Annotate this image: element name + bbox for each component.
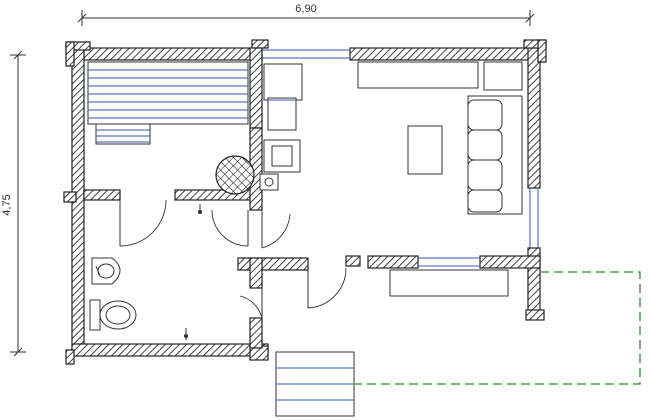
- bathroom-fixtures: [89, 204, 202, 340]
- height-dimension-label: 4,75: [1, 194, 13, 215]
- main-room-furniture: [357, 61, 523, 297]
- height-dimension: 4,75: [1, 50, 26, 357]
- outer-walls: [63, 39, 547, 365]
- terrace-outline: [354, 271, 641, 385]
- entrance-steps: [275, 351, 355, 417]
- width-dimension-label: 6,90: [295, 3, 316, 15]
- sauna-benches: [87, 61, 249, 145]
- width-dimension: 6,90: [77, 3, 535, 26]
- doors: [119, 199, 347, 319]
- sauna-stove: [215, 155, 255, 195]
- fireplace: [259, 63, 303, 191]
- interior-walls: [83, 47, 541, 349]
